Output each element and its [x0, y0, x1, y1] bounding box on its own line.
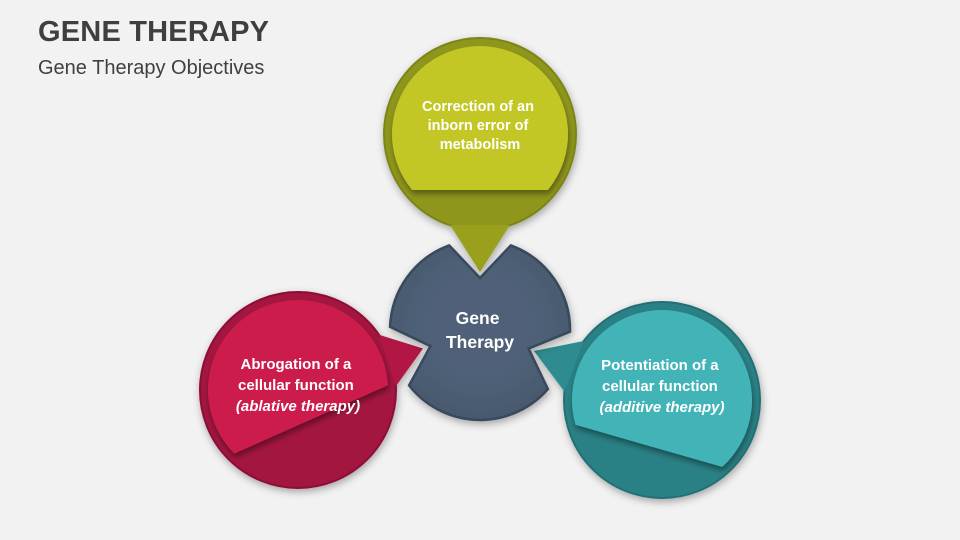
page-title: GENE THERAPY	[38, 16, 270, 48]
page-subtitle: Gene Therapy Objectives	[38, 57, 265, 79]
left-bubble: Abrogation of a cellular function (ablat…	[199, 291, 423, 489]
right-bubble-pointer	[534, 341, 584, 392]
right-bubble: Potentiation of a cellular function (add…	[534, 301, 761, 499]
left-bubble-label: Abrogation of a cellular function (ablat…	[236, 356, 360, 415]
center-hub-shape	[388, 243, 572, 422]
left-bubble-inner-circle	[208, 299, 388, 454]
right-bubble-label: Potentiation of a cellular function (add…	[599, 357, 724, 416]
top-bubble-label: Correction of an inborn error of metabol…	[422, 99, 538, 153]
right-bubble-inner-circle	[572, 309, 753, 467]
top-bubble-pointer	[450, 225, 510, 272]
center-hub: Gene Therapy	[388, 243, 572, 422]
center-hub-label: Gene Therapy	[446, 308, 514, 352]
top-bubble: Correction of an inborn error of metabol…	[383, 37, 577, 272]
top-bubble-inner-circle	[392, 46, 569, 191]
left-bubble-pointer	[378, 334, 423, 387]
